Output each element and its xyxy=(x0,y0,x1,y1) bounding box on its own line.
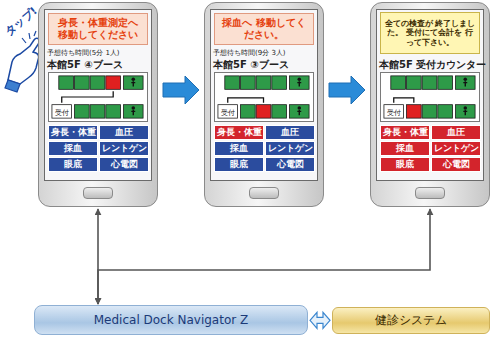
flow-arrow xyxy=(329,76,365,104)
box-text: 健診システム xyxy=(375,312,447,329)
exam-button: 心電図 xyxy=(265,157,315,172)
box-text: 血圧 xyxy=(281,127,299,139)
box-text: 心電図 xyxy=(443,159,470,171)
system-box: Medical Dock Navigator Z xyxy=(34,305,308,335)
exam-button-done: レントゲン xyxy=(431,141,481,156)
exam-button: レントゲン xyxy=(99,141,149,156)
box-text: 身長・体重測定へ 移動してください xyxy=(52,17,144,42)
home-button xyxy=(415,187,445,199)
flow-arrow xyxy=(163,76,199,104)
reception-label: 受付 xyxy=(218,106,238,120)
box-text: 眼底 xyxy=(230,159,248,171)
box-text: 身長・体重 xyxy=(383,127,428,139)
home-button xyxy=(83,187,113,199)
exam-button-done: 身長・体重 xyxy=(380,125,430,140)
box-text: Medical Dock Navigator Z xyxy=(94,313,248,327)
box-text: レントゲン xyxy=(434,143,479,155)
exam-button: レントゲン xyxy=(265,141,315,156)
exam-button: 心電図 xyxy=(99,157,149,172)
box-text: レントゲン xyxy=(102,143,147,155)
box-text: 採血 xyxy=(396,143,414,155)
smartphone: 本館5F 受付カウンター 全ての検査が 終了しました。 受付にて会計を 行って下さ… xyxy=(370,2,490,207)
exam-button: 眼底 xyxy=(48,157,98,172)
location-text: 本館5F ③ブース xyxy=(213,58,289,72)
box-text: 採血 xyxy=(64,143,82,155)
wait-time: 予想待ち時間(9分 3人) xyxy=(213,48,286,58)
exam-button: 眼底 xyxy=(214,157,264,172)
floor-map: 受付 xyxy=(48,72,148,122)
floor-map: 受付 xyxy=(214,72,314,122)
box-text: 心電図 xyxy=(277,159,304,171)
box-text: レントゲン xyxy=(268,143,313,155)
exam-button: 血圧 xyxy=(99,125,149,140)
sync-arrow xyxy=(310,312,330,328)
exam-button: 血圧 xyxy=(265,125,315,140)
guide-message: 身長・体重測定へ 移動してください xyxy=(48,13,148,45)
floor-map: 受付 xyxy=(380,72,480,122)
box-text: 心電図 xyxy=(111,159,138,171)
guide-message: 全ての検査が 終了しました。 受付にて会計を 行って下さい。 xyxy=(380,12,480,54)
box-text: 採血 xyxy=(230,143,248,155)
exam-button: 採血 xyxy=(48,141,98,156)
home-button xyxy=(249,187,279,199)
reception-label: 受付 xyxy=(52,106,72,120)
exam-button: 採血 xyxy=(214,141,264,156)
box-text: 全ての検査が 終了しました。 受付にて会計を 行って下さい。 xyxy=(384,19,476,47)
box-text: 血圧 xyxy=(115,127,133,139)
box-text: 身長・体重 xyxy=(51,127,96,139)
connector-line xyxy=(98,209,430,304)
exam-button-done: 心電図 xyxy=(431,157,481,172)
guide-message: 採血へ 移動してください。 xyxy=(214,13,314,45)
box-text: 血圧 xyxy=(447,127,465,139)
smartphone: 予想待ち時間(5分 1人)本館5F ④ブース 身長・体重測定へ 移動してください受… xyxy=(38,2,158,207)
exam-button: 身長・体重 xyxy=(48,125,98,140)
exam-button-done: 採血 xyxy=(380,141,430,156)
box-text: 採血へ 移動してください。 xyxy=(218,17,310,42)
exam-button-done: 眼底 xyxy=(380,157,430,172)
smartphone: 予想待ち時間(9分 3人)本館5F ③ブース 採血へ 移動してください。受付身長・… xyxy=(204,2,324,207)
wait-time: 予想待ち時間(5分 1人) xyxy=(47,48,120,58)
location-text: 本館5F ④ブース xyxy=(47,58,123,72)
box-text: 眼底 xyxy=(396,159,414,171)
exam-button-done: 血圧 xyxy=(431,125,481,140)
box-text: 眼底 xyxy=(64,159,82,171)
system-box: 健診システム xyxy=(332,307,490,334)
box-text: 身長・体重 xyxy=(217,127,262,139)
exam-button-done: 身長・体重 xyxy=(214,125,264,140)
location-text: 本館5F 受付カウンター xyxy=(379,58,486,72)
reception-label: 受付 xyxy=(384,106,404,120)
